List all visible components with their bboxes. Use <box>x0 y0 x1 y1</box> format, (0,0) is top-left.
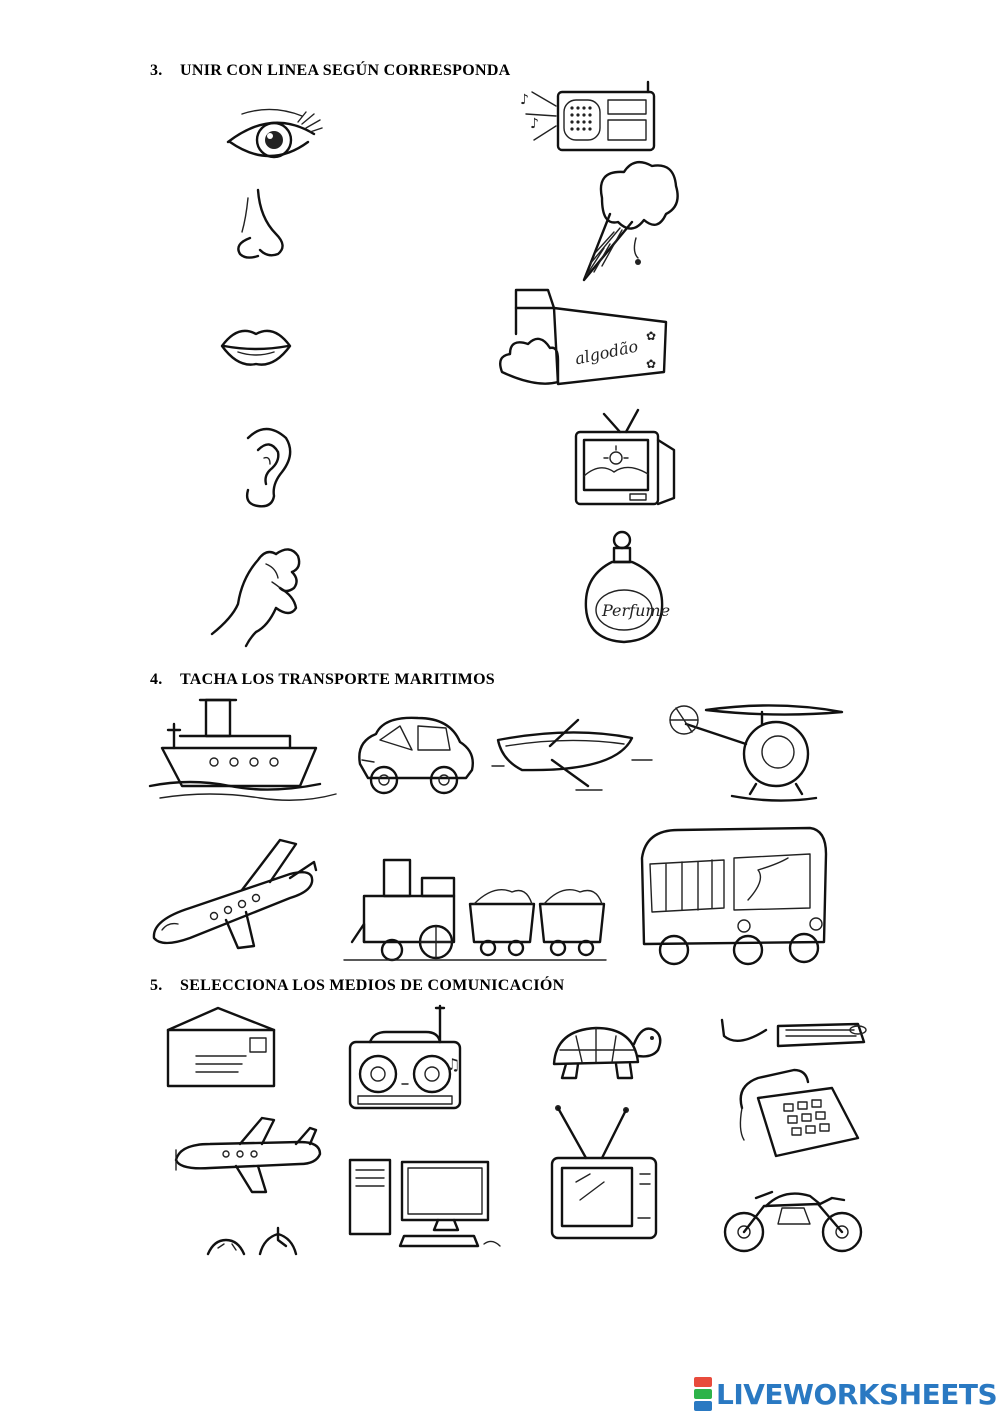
ice-cream-icon[interactable] <box>570 156 684 284</box>
hand-icon[interactable] <box>206 538 316 648</box>
helicopter-icon[interactable] <box>666 694 846 808</box>
logo-mark-icon <box>694 1376 712 1412</box>
perfume-label: Perfume <box>601 601 670 620</box>
eye-icon[interactable] <box>222 108 323 168</box>
perfume-icon[interactable]: Perfume <box>582 530 670 646</box>
ear-icon[interactable] <box>236 424 296 510</box>
nose-icon[interactable] <box>228 188 290 260</box>
clock-icon[interactable] <box>204 1226 300 1256</box>
bus-icon[interactable] <box>638 824 832 970</box>
television-icon[interactable] <box>570 406 680 516</box>
liveworksheets-logo[interactable]: LIVEWORKSHEETS <box>694 1376 998 1412</box>
svg-text:♫: ♫ <box>446 1055 460 1074</box>
logo-wordmark: LIVEWORKSHEETS <box>716 1377 998 1411</box>
letter-icon[interactable] <box>162 1004 282 1088</box>
telephone-icon[interactable] <box>736 1068 862 1164</box>
section-title: TACHA LOS TRANSPORTE MARITIMOS <box>180 671 496 688</box>
keyboard-icon[interactable] <box>718 1018 868 1052</box>
section-number: 4. <box>150 671 163 688</box>
lips-icon[interactable] <box>218 320 294 370</box>
radio-icon[interactable]: ♪ ♪ <box>512 80 660 162</box>
tv-antenna-icon[interactable] <box>546 1104 660 1246</box>
svg-text:♪: ♪ <box>520 92 529 108</box>
ship-icon[interactable] <box>148 694 340 806</box>
section-4-heading: 4. TACHA LOS TRANSPORTE MARITIMOS <box>150 671 495 689</box>
section-3-heading: 3. UNIR CON LINEA SEGÚN CORRESPONDA <box>150 62 511 80</box>
section-number: 3. <box>150 62 163 79</box>
cotton-box-label: algodão <box>573 337 640 369</box>
section-title: SELECCIONA LOS MEDIOS DE COMUNICACIÓN <box>180 977 565 994</box>
motorcycle-icon[interactable] <box>720 1184 868 1254</box>
section-title: UNIR CON LINEA SEGÚN CORRESPONDA <box>180 62 511 79</box>
svg-text:✿: ✿ <box>646 357 656 371</box>
cotton-box-icon[interactable]: algodão ✿ ✿ <box>496 286 674 390</box>
airplane-icon[interactable] <box>150 834 320 954</box>
svg-text:♪: ♪ <box>530 116 539 132</box>
rowboat-icon[interactable] <box>491 716 656 791</box>
section-number: 5. <box>150 977 163 994</box>
section-5-heading: 5. SELECCIONA LOS MEDIOS DE COMUNICACIÓN <box>150 977 565 995</box>
car-icon[interactable] <box>354 712 478 798</box>
train-icon[interactable] <box>343 856 610 966</box>
svg-text:✿: ✿ <box>646 329 656 343</box>
boombox-icon[interactable]: ♫ <box>344 1004 474 1116</box>
small-airplane-icon[interactable] <box>170 1114 326 1198</box>
turtle-icon[interactable] <box>546 1014 666 1086</box>
computer-icon[interactable] <box>344 1156 504 1252</box>
